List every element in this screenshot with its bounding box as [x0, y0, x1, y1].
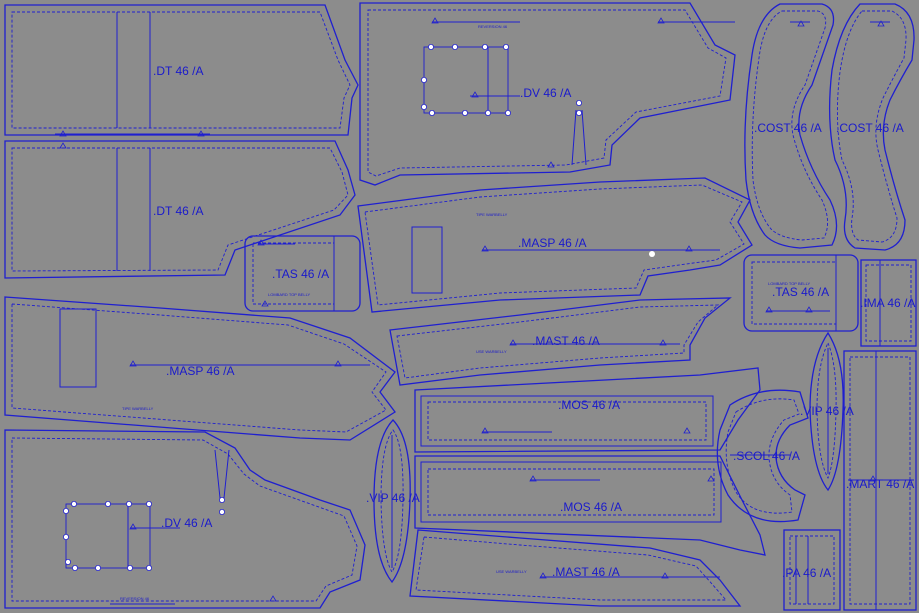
piece-mart[interactable]: .MART 46 /A: [843, 350, 917, 611]
piece-mos-top[interactable]: .MOS 46 /A: [414, 367, 761, 453]
piece-mast-mid[interactable]: .MAST 46 /A USE WARBELLY: [389, 297, 732, 386]
label-scol: .SCOL 46 /A: [733, 449, 800, 463]
label-dv-bottom: .DV 46 /A: [161, 516, 212, 530]
label-masp-top: .MASP 46 /A: [518, 236, 586, 250]
piece-vip-right[interactable]: .VIP 46 /A: [800, 331, 854, 492]
label-pa: .PA 46 /A: [782, 566, 831, 580]
small-text-tas-left: LOMBARD TOP BELLY: [268, 292, 310, 297]
label-dv-top: .DV 46 /A: [520, 86, 571, 100]
piece-mos-bottom[interactable]: .MOS 46 /A: [414, 455, 766, 556]
piece-cost-2[interactable]: .COST 46 /A: [828, 3, 915, 251]
label-mast-mid: .MAST 46 /A: [532, 334, 600, 348]
piece-vip-left[interactable]: .VIP 46 /A: [366, 419, 420, 584]
label-cost-2: .COST 46 /A: [836, 121, 904, 135]
small-text-mast-bottom: USE WARBELLY: [496, 569, 527, 574]
label-dt-top: .DT 46 /A: [153, 64, 203, 78]
label-mos-top: .MOS 46 /A: [558, 398, 620, 412]
label-masp-left: .MASP 46 /A: [166, 364, 234, 378]
piece-dt-bottom[interactable]: .DT 46 /A: [4, 140, 356, 279]
piece-cost-1[interactable]: .COST 46 /A: [744, 3, 838, 249]
piece-dt-top[interactable]: .DT 46 /A: [4, 4, 359, 137]
small-text-masp-top: TIPE WARBELLY: [476, 212, 508, 217]
piece-dv-bottom[interactable]: .DV 46 /A REVERSION 46: [4, 429, 366, 609]
piece-scol[interactable]: .SCOL 46 /A: [716, 389, 809, 523]
label-vip-left: .VIP 46 /A: [366, 491, 420, 505]
piece-tas-left[interactable]: .TAS 46 /A LOMBARD TOP BELLY: [244, 235, 361, 312]
small-text-dv-top: REVERSION 46: [478, 24, 508, 29]
piece-masp-left[interactable]: .MASP 46 /A TIPE WARBELLY: [4, 296, 396, 441]
label-dt-bottom: .DT 46 /A: [153, 204, 203, 218]
label-tas-left: .TAS 46 /A: [272, 267, 329, 281]
label-mast-bottom: .MAST 46 /A: [552, 565, 620, 579]
piece-pa[interactable]: .PA 46 /A: [782, 529, 841, 611]
piece-ima[interactable]: .IMA 46 /A: [860, 259, 917, 347]
piece-masp-top[interactable]: .MASP 46 /A TIPE WARBELLY: [357, 177, 753, 313]
small-text-dv-bottom: REVERSION 46: [120, 596, 150, 601]
piece-mast-bottom[interactable]: .MAST 46 /A USE WARBELLY: [409, 529, 742, 607]
cursor-dot: [649, 251, 655, 257]
label-mos-bottom: .MOS 46 /A: [560, 500, 622, 514]
label-tas-right: .TAS 46 /A: [772, 285, 829, 299]
small-text-tas-right: LOMBARD TOP BELLY: [768, 281, 810, 286]
small-text-masp-left: TIPE WARBELLY: [122, 406, 154, 411]
label-mart: .MART 46 /A: [846, 477, 914, 491]
label-ima: .IMA 46 /A: [860, 296, 915, 310]
label-cost-1: .COST 46 /A: [754, 121, 822, 135]
small-text-mast-mid: USE WARBELLY: [476, 349, 507, 354]
piece-tas-right[interactable]: .TAS 46 /A LOMBARD TOP BELLY: [743, 254, 859, 332]
piece-dv-top[interactable]: .DV 46 /A REVERSION 46: [359, 2, 736, 186]
label-vip-right: .VIP 46 /A: [800, 404, 854, 418]
